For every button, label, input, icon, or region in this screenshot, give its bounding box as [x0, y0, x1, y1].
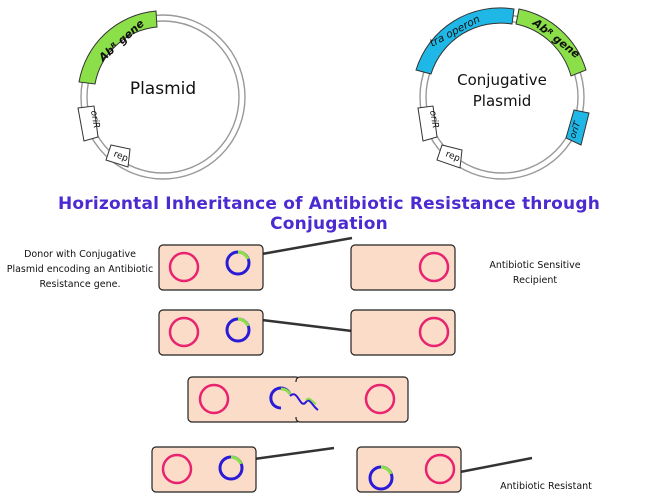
donor-cell	[158, 244, 264, 291]
pilus	[261, 236, 353, 256]
chromosome	[418, 316, 450, 348]
conjugative-tra-label: tra operon	[428, 13, 482, 49]
chromosome	[418, 251, 450, 283]
conjugative-plasmid-icon	[225, 250, 251, 276]
conjugative-plasmid-name-line1: Conjugative	[457, 71, 547, 89]
conjugative-orir-segment	[417, 105, 438, 142]
donor-cell	[187, 376, 301, 423]
recipient-cell	[350, 309, 456, 356]
conjugative-abr-segment	[515, 8, 587, 77]
plasmid-ring-inner	[86, 20, 240, 174]
plasmid-rep-segment	[105, 144, 131, 168]
recipient-cell	[295, 376, 409, 423]
conjugative-plasmid-name: Conjugative Plasmid	[432, 70, 572, 112]
conjugative-rep-segment	[436, 144, 463, 169]
pilus	[261, 318, 353, 333]
chromosome	[364, 383, 396, 415]
chromosome	[424, 453, 456, 485]
chromosome	[168, 251, 200, 283]
plasmid-ring-outer	[80, 14, 246, 180]
recipient-caption-line2: Recipient	[512, 275, 558, 286]
row-4	[151, 446, 533, 493]
chromosome	[168, 316, 200, 348]
donor-caption-line3: Resistance gene.	[39, 279, 121, 290]
recipient-caption-line1: Antibiotic Sensitive	[489, 260, 581, 271]
acquired-plasmid-icon	[368, 465, 394, 491]
row-2	[158, 309, 456, 356]
donor-caption: Donor with Conjugative Plasmid encoding …	[0, 247, 160, 292]
conjugative-abr-label: Abᴿ gene	[529, 16, 582, 62]
resistant-caption: Antibiotic Resistant	[500, 481, 592, 492]
plasmid-orir-label: oriR	[88, 110, 101, 129]
recipient-cell	[350, 244, 456, 291]
conjugative-tra-segment	[415, 7, 515, 75]
conjugative-plasmid-icon	[225, 317, 251, 343]
pilus	[253, 446, 335, 461]
donor-cell	[158, 309, 264, 356]
chromosome	[198, 383, 230, 415]
pilus	[459, 456, 533, 474]
diagram-title: Horizontal Inheritance of Antibiotic Res…	[57, 194, 601, 234]
recipient-caption: Antibiotic Sensitive Recipient	[470, 258, 600, 288]
plasmid-orir-segment	[77, 105, 99, 142]
conjugative-plasmid-icon	[218, 455, 244, 481]
row-3	[187, 376, 409, 423]
conjugative-plasmid-name-line2: Plasmid	[472, 92, 532, 110]
transconjugant-cell	[356, 446, 462, 493]
donor-caption-line2: Plasmid encoding an Antibiotic	[6, 264, 154, 275]
conjugative-orir-label: oriR	[427, 110, 440, 129]
plasmid-name: Plasmid	[129, 79, 197, 99]
row-1	[158, 236, 456, 291]
chromosome	[161, 453, 193, 485]
transferring-plasmid-icon	[269, 386, 319, 411]
plasmid-abr-segment-shape	[78, 10, 158, 85]
donor-caption-line1: Donor with Conjugative	[24, 249, 136, 260]
conjugative-orit-segment	[565, 109, 590, 146]
